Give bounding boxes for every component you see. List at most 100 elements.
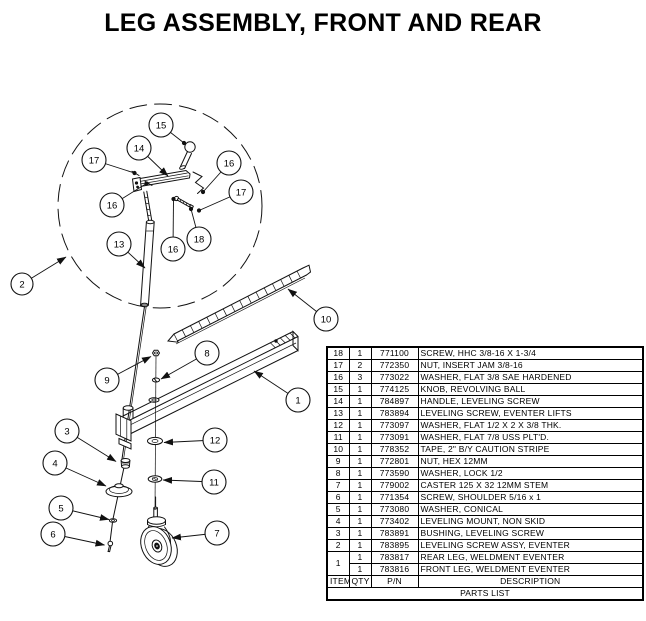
balloon-17-b: 17 — [228, 179, 254, 205]
table-row: 5 1 773080 WASHER, CONICAL — [326, 503, 644, 516]
balloon-label: 3 — [64, 426, 69, 437]
balloon-label: 14 — [134, 143, 145, 154]
item-cell: 7 — [326, 479, 350, 492]
pn-cell: 774125 — [370, 383, 419, 396]
qty-cell: 1 — [348, 443, 372, 456]
balloon-16-c: 16 — [160, 236, 186, 262]
table-row: 17 2 772350 NUT, INSERT JAM 3/8-16 — [326, 359, 644, 372]
item-cell: 5 — [326, 503, 350, 516]
item-cell: 12 — [326, 419, 350, 432]
balloon-1: 1 — [285, 387, 311, 413]
qty-cell: 1 — [348, 491, 372, 504]
tape-hatches — [173, 270, 301, 342]
table-header-row: ITEM QTY P/N DESCRIPTION — [326, 575, 644, 588]
description-cell: SCREW, HHC 3/8-16 X 1-3/4 — [417, 346, 644, 360]
balloon-4: 4 — [42, 450, 68, 476]
item-cell: 2 — [326, 539, 350, 552]
qty-cell: 2 — [348, 359, 372, 372]
balloon-label: 6 — [50, 529, 55, 540]
qty-cell: 1 — [348, 515, 372, 528]
pn-cell: 773590 — [370, 467, 419, 480]
balloon-label: 16 — [224, 158, 235, 169]
table-row: 12 1 773097 WASHER, FLAT 1/2 X 2 X 3/8 T… — [326, 419, 644, 432]
table-row: 10 1 778352 TAPE, 2" B/Y CAUTION STRIPE — [326, 443, 644, 456]
balloon-9: 9 — [94, 367, 120, 393]
description-cell: WASHER, FLAT 3/8 SAE HARDENED — [417, 371, 644, 384]
pn-cell: 771100 — [370, 346, 419, 360]
qty-header: QTY — [348, 575, 372, 588]
table-row: 14 1 784897 HANDLE, LEVELING SCREW — [326, 395, 644, 408]
table-row: 4 1 773402 LEVELING MOUNT, NON SKID — [326, 515, 644, 528]
item-cell: 8 — [326, 467, 350, 480]
description-cell: TAPE, 2" B/Y CAUTION STRIPE — [417, 443, 644, 456]
caster-part — [140, 496, 178, 567]
item-cell: 10 — [326, 443, 350, 456]
table-row: 2 1 783895 LEVELING SCREW ASSY, EVENTER — [326, 539, 644, 552]
detail-view-circle — [57, 103, 263, 309]
balloon-label: 8 — [204, 348, 209, 359]
description-cell: WASHER, LOCK 1/2 — [417, 467, 644, 480]
qty-cell: 1 — [348, 346, 372, 360]
balloon-7: 7 — [204, 520, 230, 546]
description-cell: SCREW, SHOULDER 5/16 x 1 — [417, 491, 644, 504]
description-cell: NUT, INSERT JAM 3/8-16 — [417, 359, 644, 372]
pn-cell: 772801 — [370, 455, 419, 468]
pn-cell: 783894 — [370, 407, 419, 420]
qty-cell: 1 — [348, 563, 372, 576]
balloon-18: 18 — [186, 226, 212, 252]
pn-cell: 784897 — [370, 395, 419, 408]
item-cell: 13 — [326, 407, 350, 420]
item-cell: 16 — [326, 371, 350, 384]
description-cell: HANDLE, LEVELING SCREW — [417, 395, 644, 408]
balloon-label: 15 — [156, 120, 167, 131]
pn-cell: 783816 — [370, 563, 419, 576]
qty-cell: 1 — [348, 539, 372, 552]
description-cell: BUSHING, LEVELING SCREW — [417, 527, 644, 540]
table-row: 7 1 779002 CASTER 125 X 32 12MM STEM — [326, 479, 644, 492]
balloon-17-a: 17 — [81, 147, 107, 173]
table-row: 1 783816 FRONT LEG, WELDMENT EVENTER — [327, 563, 644, 576]
balloon-11: 11 — [201, 469, 227, 495]
description-cell: REAR LEG, WELDMENT EVENTER — [417, 551, 644, 564]
table-row: 9 1 772801 NUT, HEX 12MM — [326, 455, 644, 468]
balloon-label: 9 — [104, 375, 109, 386]
pn-cell: 773097 — [370, 419, 419, 432]
qty-cell: 3 — [348, 371, 372, 384]
pn-cell: 771354 — [370, 491, 419, 504]
parts-list-title-row: PARTS LIST — [326, 587, 644, 601]
item-cell: 9 — [326, 455, 350, 468]
balloon-label: 13 — [114, 239, 125, 250]
balloon-label: 16 — [107, 200, 118, 211]
balloon-15: 15 — [148, 112, 174, 138]
balloon-label: 2 — [19, 279, 24, 290]
balloon-label: 18 — [194, 234, 205, 245]
item-cell: 14 — [326, 395, 350, 408]
pn-cell: 773022 — [370, 371, 419, 384]
qty-cell: 1 — [348, 455, 372, 468]
qty-cell: 1 — [348, 407, 372, 420]
qty-cell: 1 — [348, 551, 372, 564]
balloon-3: 3 — [54, 418, 80, 444]
leveling-mount-parts — [105, 458, 133, 553]
item-cell: 1 — [326, 551, 350, 576]
item-cell: 17 — [326, 359, 350, 372]
pn-cell: 773080 — [370, 503, 419, 516]
balloon-label: 17 — [89, 155, 100, 166]
table-row: 18 1 771100 SCREW, HHC 3/8-16 X 1-3/4 — [326, 346, 644, 360]
description-cell: WASHER, FLAT 1/2 X 2 X 3/8 THK. — [417, 419, 644, 432]
balloon-16-b: 16 — [99, 192, 125, 218]
table-row: 1 1 783817 REAR LEG, WELDMENT EVENTER — [326, 551, 644, 576]
table-row: 16 3 773022 WASHER, FLAT 3/8 SAE HARDENE… — [326, 371, 644, 384]
qty-cell: 1 — [348, 467, 372, 480]
pn-cell: 783895 — [370, 539, 419, 552]
balloon-10: 10 — [313, 306, 339, 332]
leader-lines — [21, 124, 327, 547]
description-cell: LEVELING SCREW ASSY, EVENTER — [417, 539, 644, 552]
qty-cell: 1 — [348, 527, 372, 540]
balloon-label: 4 — [52, 458, 57, 469]
description-cell: FRONT LEG, WELDMENT EVENTER — [417, 563, 644, 576]
parts-list-table: 18 1 771100 SCREW, HHC 3/8-16 X 1-3/4 17… — [326, 346, 644, 601]
parts-list-title: PARTS LIST — [326, 587, 644, 601]
balloon-label: 7 — [214, 528, 219, 539]
description-cell: KNOB, REVOLVING BALL — [417, 383, 644, 396]
